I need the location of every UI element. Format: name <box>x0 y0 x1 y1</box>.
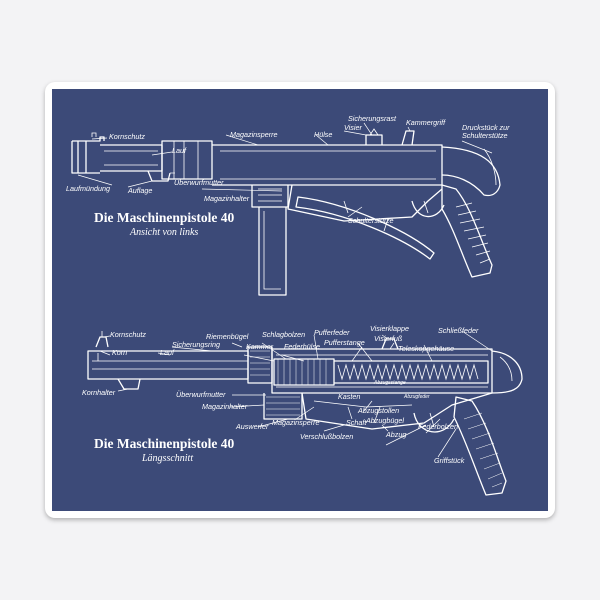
label-magazinhalter-bottom: Magazinhalter <box>202 402 248 411</box>
label-kammergriff: Kammergriff <box>406 118 446 127</box>
label-schliessfeder: Schließfeder <box>438 326 479 335</box>
label-visier: Visier <box>344 123 362 132</box>
label-riemenbuegel: Riemenbügel <box>206 332 249 341</box>
label-magazinsperre-top: Magazinsperre <box>230 130 278 139</box>
top-subtitle: Ansicht von links <box>130 227 199 238</box>
label-druckstueck: Druckstück zur <box>462 123 510 132</box>
label-sicherungsrast: Sicherungsrast <box>348 114 396 123</box>
label-auflage: Auflage <box>128 186 153 195</box>
label-verschlussbolzen: Verschlußbolzen <box>300 432 354 441</box>
label-kammer: Kammer <box>246 342 274 351</box>
mp40-cutaway-view <box>87 331 523 496</box>
label-laufmuendung: Laufmündung <box>66 184 110 193</box>
label-abzugsstange: Abzugsstange <box>374 380 406 386</box>
label-lauf-top: Lauf <box>172 146 186 155</box>
bottom-subtitle: Längsschnitt <box>142 453 194 464</box>
label-magazinsperre-bottom: Magazinsperre <box>272 418 320 427</box>
label-ueberwurfmutter-bottom: Überwurfmutter <box>176 390 226 399</box>
label-griffstueck: Griffstück <box>434 456 465 465</box>
label-pufferstange: Pufferstange <box>324 338 365 347</box>
label-auswerfer: Auswerfer <box>236 422 269 431</box>
label-druckstueck-2: Schulterstütze <box>462 131 508 140</box>
label-federbolzen: Federbolzen <box>418 422 458 431</box>
label-magazinhalter-top: Magazinhalter <box>204 194 250 203</box>
label-abzug: Abzug <box>386 430 407 439</box>
label-visierfuss: Visierfuß <box>374 334 403 343</box>
label-sicherungsring: Sicherungsring <box>172 340 220 349</box>
label-teleskopgehaeuse: Teleskopgehäuse <box>398 344 455 353</box>
label-schlagbolzen: Schlagbolzen <box>262 330 306 339</box>
blueprint-drawing <box>71 122 523 496</box>
label-abzugfeder: Abzugfeder <box>404 394 430 400</box>
bottom-title: Die Maschinenpistole 40 <box>94 436 235 451</box>
label-abzugstollen: Abzugstollen <box>358 406 400 415</box>
leader-lines <box>77 122 493 458</box>
label-kornschutz-bottom: Kornschutz <box>110 330 146 339</box>
label-federhuelse: Federhülse <box>284 342 320 351</box>
label-kasten: Kasten <box>338 392 361 401</box>
label-ueberwurfmutter-top: Überwurfmutter <box>174 178 224 187</box>
label-schulterstuetze: Schulterstütze <box>348 216 394 225</box>
label-lauf-bottom: Lauf <box>160 348 174 357</box>
label-kornhalter: Kornhalter <box>82 388 116 397</box>
label-abzugbuegel: Abzugbügel <box>366 416 404 425</box>
label-schaft: Schaft <box>346 418 367 427</box>
label-visierklappe: Visierklappe <box>370 324 410 333</box>
label-kornschutz-top: Kornschutz <box>109 132 145 141</box>
blueprint-board: Kornschutz Lauf Laufmündung Auflage Über… <box>52 89 548 511</box>
top-title: Die Maschinenpistole 40 <box>94 210 235 225</box>
label-korn: Korn <box>112 348 128 357</box>
label-huelse: Hülse <box>314 130 333 139</box>
label-pufferfeder: Pufferfeder <box>314 328 350 337</box>
mp40-side-view <box>71 128 501 296</box>
